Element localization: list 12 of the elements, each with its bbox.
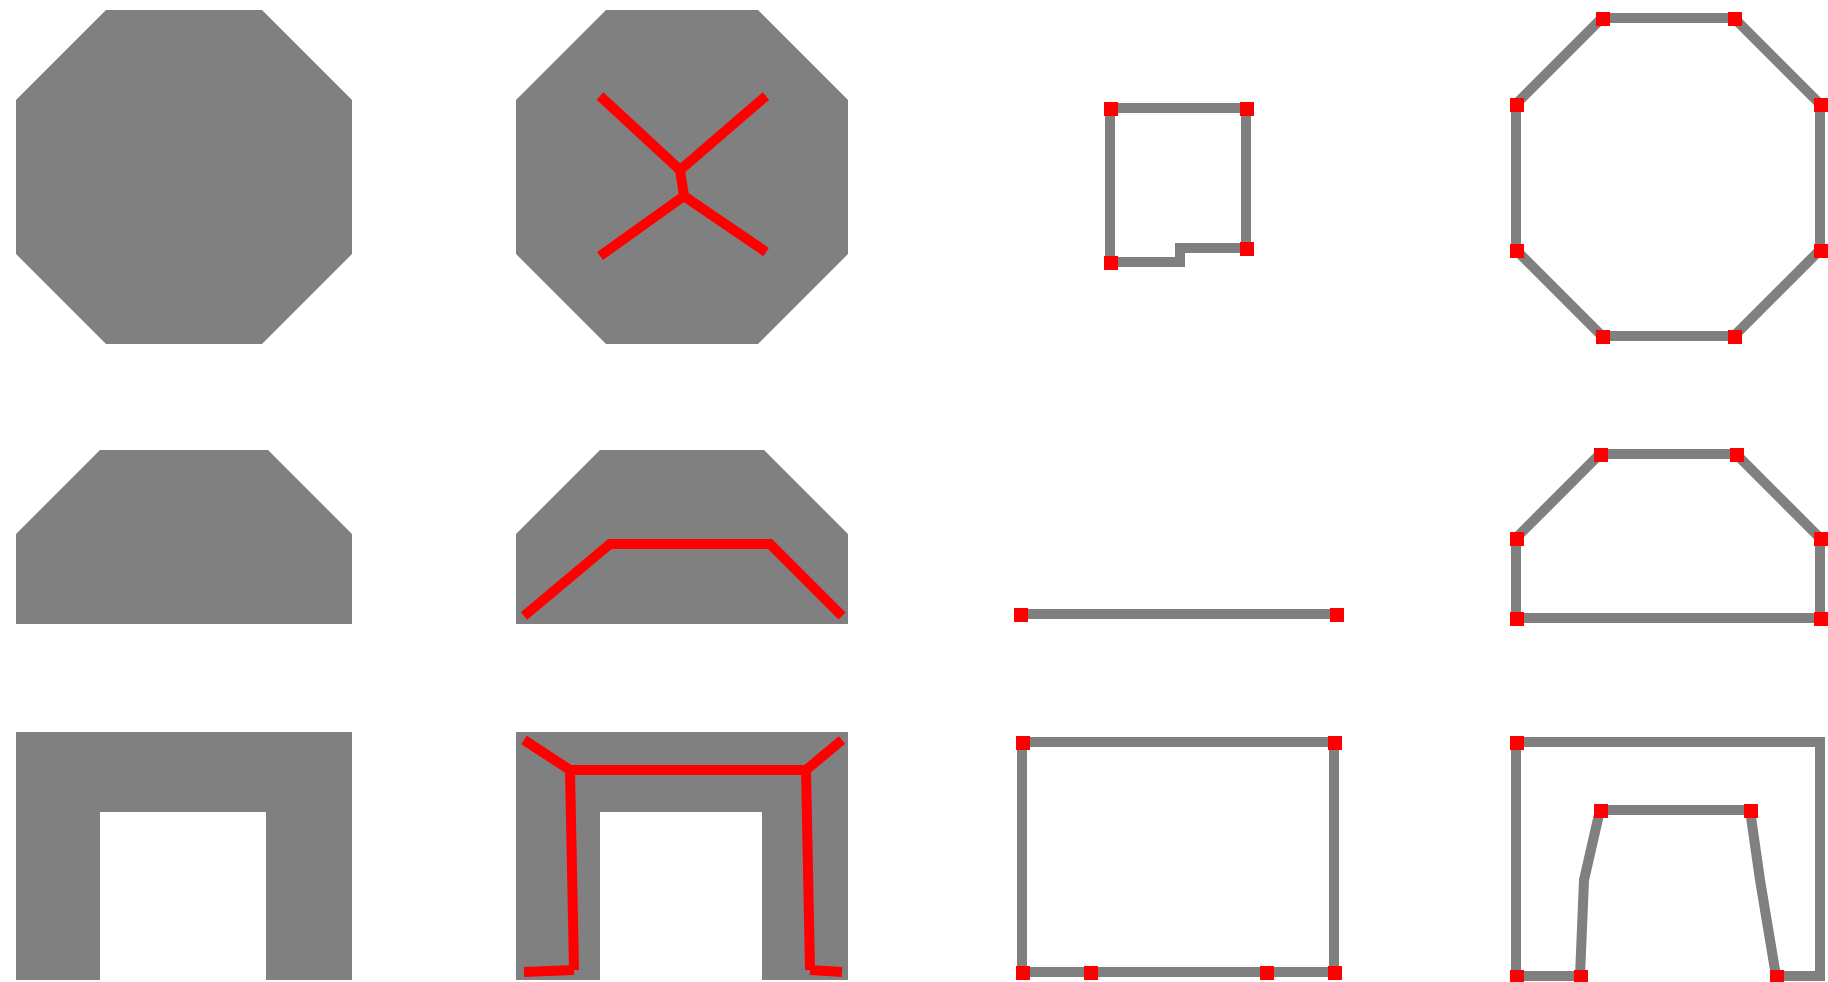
- trapezoid-outline-drawing: [1510, 448, 1828, 626]
- octagon-outline-drawing: [1510, 12, 1828, 344]
- arch-drawing: [16, 732, 352, 980]
- line-outline-drawing: [1014, 608, 1344, 622]
- box-outline-drawing: [1016, 736, 1342, 980]
- octagon-drawing: [16, 10, 352, 344]
- trapezoid-skeleton-drawing: [516, 450, 848, 624]
- trapezoid-drawing: [16, 450, 352, 624]
- arch-outline-drawing: [1510, 736, 1825, 982]
- arch-skeleton-drawing: [516, 732, 848, 980]
- box-outline-drawing: [1104, 102, 1254, 270]
- octagon-skeleton-drawing: [516, 10, 848, 344]
